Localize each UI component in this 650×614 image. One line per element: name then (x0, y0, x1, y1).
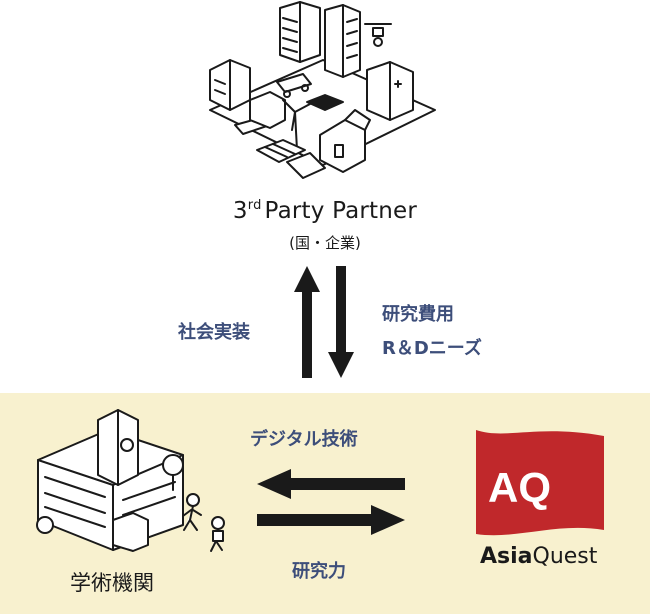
down-arrow (328, 266, 354, 378)
rd-needs-label: R＆Dニーズ (382, 338, 482, 359)
company-name-bold: Asia (480, 544, 533, 569)
up-arrow (294, 266, 320, 378)
digital-tech-label: デジタル技術 (250, 429, 358, 450)
social-implementation-label: 社会実装 (178, 322, 250, 343)
partner-subtitle: (国・企業) (289, 234, 361, 252)
school-illustration (36, 409, 225, 552)
academia-label: 学術機関 (70, 571, 154, 595)
company-name: AsiaQuest (480, 544, 597, 569)
left-arrow (257, 469, 405, 499)
partner-title-rest: Party Partner (264, 198, 418, 224)
right-arrow (257, 505, 405, 535)
company-name-regular: Quest (532, 544, 598, 569)
research-cost-label: 研究費用 (382, 304, 454, 325)
research-power-label: 研究力 (292, 561, 346, 582)
logo-letters: AQ (488, 464, 551, 511)
city-illustration (209, 1, 436, 179)
asiaquest-logo-flag: AQ (476, 430, 604, 536)
partner-title-number: 3 (232, 198, 248, 224)
partner-title-superscript: rd (247, 198, 262, 213)
